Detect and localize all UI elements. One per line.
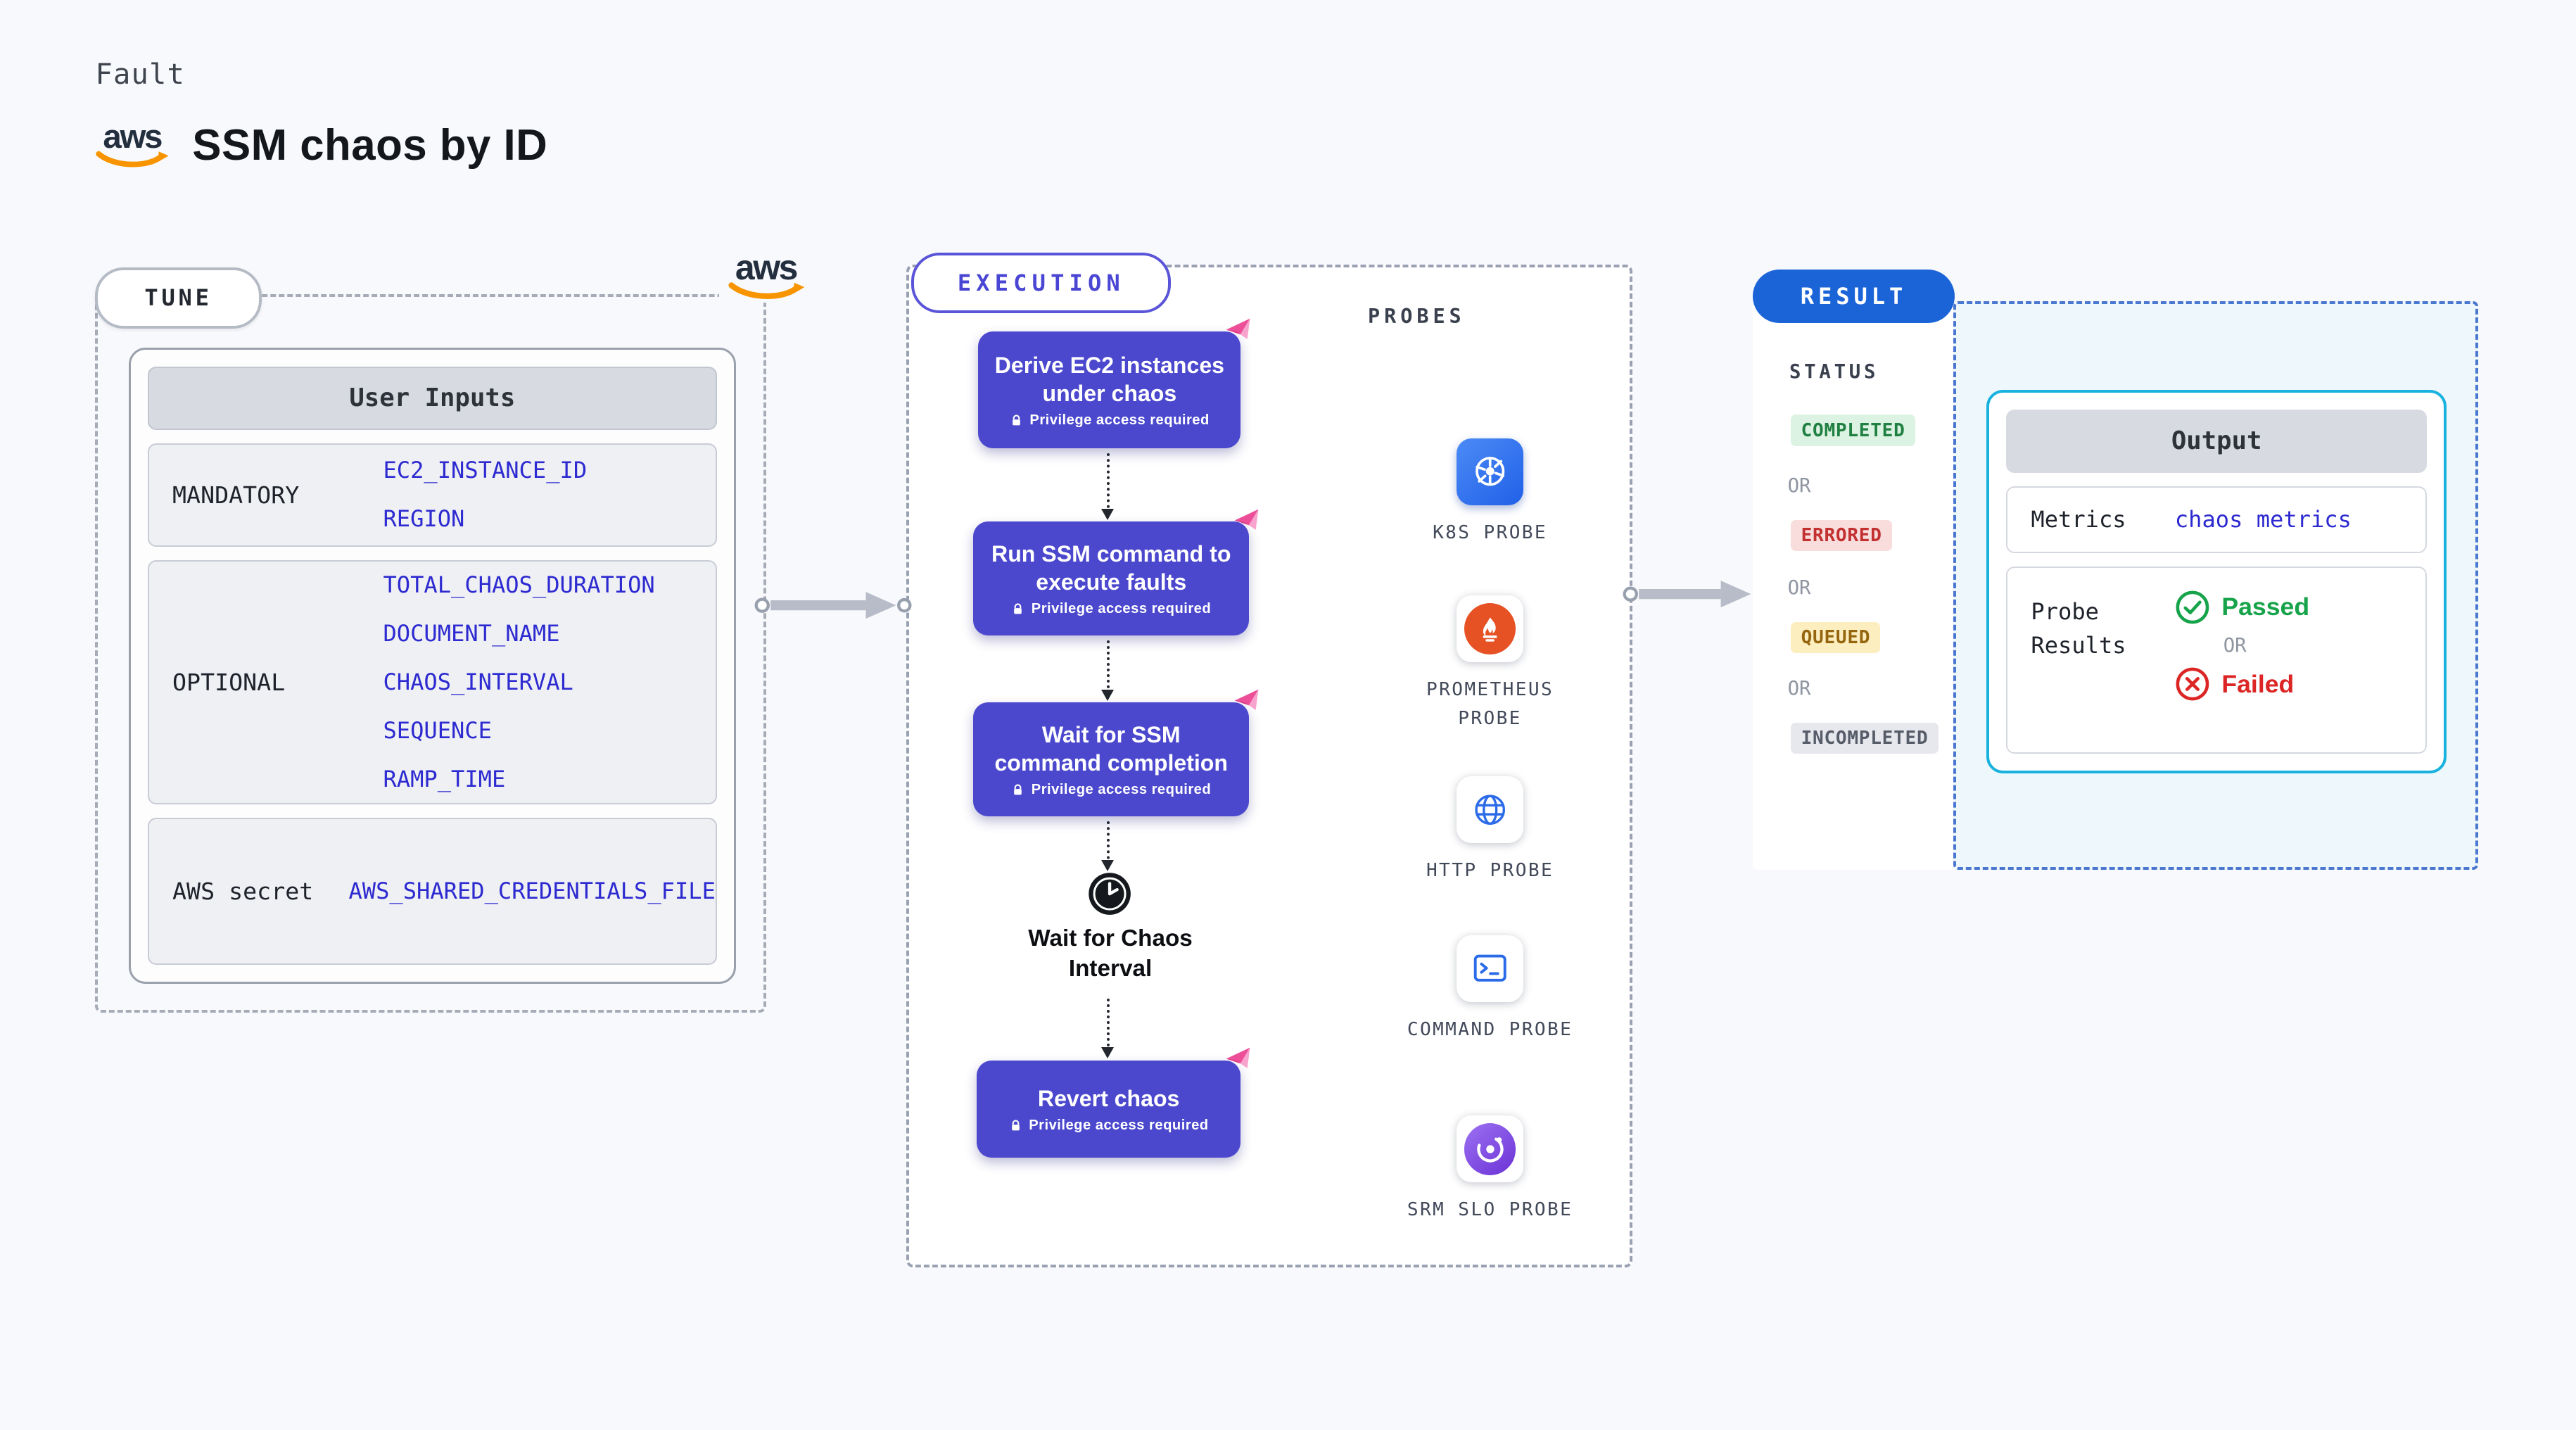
probe-item-http: HTTP PROBE xyxy=(1398,776,1582,885)
flow-arrow-execution-to-result xyxy=(1623,580,1751,607)
or-separator: OR xyxy=(1787,474,1811,497)
probe-label: K8S PROBE xyxy=(1433,521,1548,543)
step-connector-arrow xyxy=(1102,640,1113,701)
kubernetes-icon xyxy=(1457,438,1524,505)
terminal-icon xyxy=(1457,935,1524,1002)
page-title: SSM chaos by ID xyxy=(192,121,548,170)
page-header: aws SSM chaos by ID xyxy=(95,120,547,170)
probe-item-command: COMMAND PROBE xyxy=(1398,935,1582,1044)
fault-flag-icon xyxy=(1234,509,1259,530)
execution-step: Wait for SSM command completion Privileg… xyxy=(973,690,1259,816)
lock-icon xyxy=(1011,1120,1020,1130)
env-var: CHAOS_INTERVAL xyxy=(383,669,573,696)
status-badge-completed: COMPLETED xyxy=(1791,415,1915,446)
status-badge-errored: ERRORED xyxy=(1791,520,1892,552)
step-label: Derive EC2 instances under chaos xyxy=(994,352,1224,406)
env-var: TOTAL_CHAOS_DURATION xyxy=(383,571,655,599)
aws-smile-icon xyxy=(96,151,170,167)
failed-x-icon xyxy=(2176,667,2209,701)
privilege-badge-label: Privilege access required xyxy=(1031,782,1212,798)
prometheus-icon xyxy=(1464,602,1516,655)
status-title: STATUS xyxy=(1789,361,1879,384)
tune-pill: TUNE xyxy=(95,267,262,329)
aws-smile-icon xyxy=(728,282,805,300)
probe-label: COMMAND PROBE xyxy=(1407,1018,1573,1040)
probe-label: PROMETHEUS PROBE xyxy=(1426,679,1554,729)
env-var: EC2_INSTANCE_ID xyxy=(383,457,588,484)
srm-slo-icon xyxy=(1464,1122,1516,1175)
flow-arrow-tune-to-execution xyxy=(755,592,912,619)
fault-kind-label: Fault xyxy=(95,56,185,91)
privilege-badge-label: Privilege access required xyxy=(1029,1117,1209,1133)
step-connector-arrow xyxy=(1102,821,1113,872)
env-var: DOCUMENT_NAME xyxy=(383,620,560,647)
or-separator: OR xyxy=(1787,677,1811,700)
execution-pill: EXECUTION xyxy=(911,252,1172,314)
lock-icon xyxy=(1014,784,1022,795)
execution-step: Run SSM command to execute faults Privil… xyxy=(973,509,1259,636)
privilege-badge: Privilege access required xyxy=(1011,782,1211,798)
probe-item-prometheus: PROMETHEUS PROBE xyxy=(1398,595,1582,733)
srm-slo-tile xyxy=(1457,1115,1524,1183)
table-row-optional: OPTIONAL TOTAL_CHAOS_DURATION DOCUMENT_N… xyxy=(147,559,717,804)
privilege-badge: Privilege access required xyxy=(1011,601,1211,617)
step-connector-arrow xyxy=(1102,998,1113,1059)
table-header: User Inputs xyxy=(147,367,717,430)
passed-label: Passed xyxy=(2221,593,2310,621)
probe-label: SRM SLO PROBE xyxy=(1407,1199,1573,1221)
step-label: Wait for SSM command completion xyxy=(994,721,1228,776)
lock-icon xyxy=(1013,415,1020,426)
tune-section xyxy=(95,294,767,1013)
probe-item-k8s: K8S PROBE xyxy=(1398,438,1582,548)
status-badge-incompleted: INCOMPLETED xyxy=(1791,722,1939,754)
table-row-aws-secret: AWS secret AWS_SHARED_CREDENTIALS_FILE xyxy=(147,817,717,966)
execution-step: Derive EC2 instances under chaos Privile… xyxy=(978,318,1250,448)
privilege-badge-label: Privilege access required xyxy=(1031,601,1212,617)
step-label: Run SSM command to execute faults xyxy=(991,541,1231,595)
execution-step: Revert chaos Privilege access required xyxy=(976,1047,1250,1158)
probes-title: PROBES xyxy=(1368,304,1466,328)
probe-results-label: Probe Results xyxy=(2031,597,2126,659)
metrics-label: Metrics xyxy=(2031,506,2126,533)
env-var: RAMP_TIME xyxy=(383,765,506,792)
user-inputs-table: User Inputs MANDATORY EC2_INSTANCE_ID RE… xyxy=(128,348,736,984)
or-separator: OR xyxy=(1787,576,1811,599)
fault-flag-icon xyxy=(1226,318,1250,339)
env-var: AWS_SHARED_CREDENTIALS_FILE xyxy=(348,878,716,905)
output-header: Output xyxy=(2006,409,2428,473)
row-label: AWS secret xyxy=(172,878,314,906)
probe-label: HTTP PROBE xyxy=(1426,859,1554,881)
row-label: OPTIONAL xyxy=(172,668,286,696)
probe-results-row: Probe Results Passed OR Failed xyxy=(2006,566,2428,754)
env-var: SEQUENCE xyxy=(383,716,492,744)
clock-icon xyxy=(1089,873,1131,916)
or-separator: OR xyxy=(2223,634,2247,657)
aws-logo-text: aws xyxy=(103,118,163,156)
privilege-badge-label: Privilege access required xyxy=(1029,412,1210,428)
output-card: Output Metrics chaos metrics Probe Resul… xyxy=(1986,389,2447,773)
privilege-badge: Privilege access required xyxy=(1010,412,1210,429)
table-row-mandatory: MANDATORY EC2_INSTANCE_ID REGION xyxy=(147,443,717,547)
step-label: Revert chaos xyxy=(1037,1085,1180,1111)
aws-logo-tune: aws xyxy=(718,251,813,303)
globe-icon xyxy=(1457,776,1524,843)
wait-interval-label: Wait for Chaos Interval xyxy=(1028,925,1193,982)
fault-flag-icon xyxy=(1226,1047,1250,1068)
metrics-value: chaos metrics xyxy=(2174,506,2352,533)
privilege-badge: Privilege access required xyxy=(1009,1118,1209,1134)
row-label: MANDATORY xyxy=(172,481,300,509)
metrics-row: Metrics chaos metrics xyxy=(2006,486,2428,553)
status-panel xyxy=(1752,296,1955,870)
lock-icon xyxy=(1014,603,1022,614)
prometheus-tile xyxy=(1457,595,1524,663)
step-connector-arrow xyxy=(1102,453,1113,521)
aws-logo: aws xyxy=(95,118,170,170)
probe-item-srm-slo: SRM SLO PROBE xyxy=(1398,1115,1582,1225)
passed-check-icon xyxy=(2176,590,2209,624)
status-badge-queued: QUEUED xyxy=(1791,622,1881,654)
result-pill: RESULT xyxy=(1752,269,1955,323)
fault-flag-icon xyxy=(1234,690,1259,711)
env-var: REGION xyxy=(383,505,465,533)
failed-label: Failed xyxy=(2221,669,2295,698)
